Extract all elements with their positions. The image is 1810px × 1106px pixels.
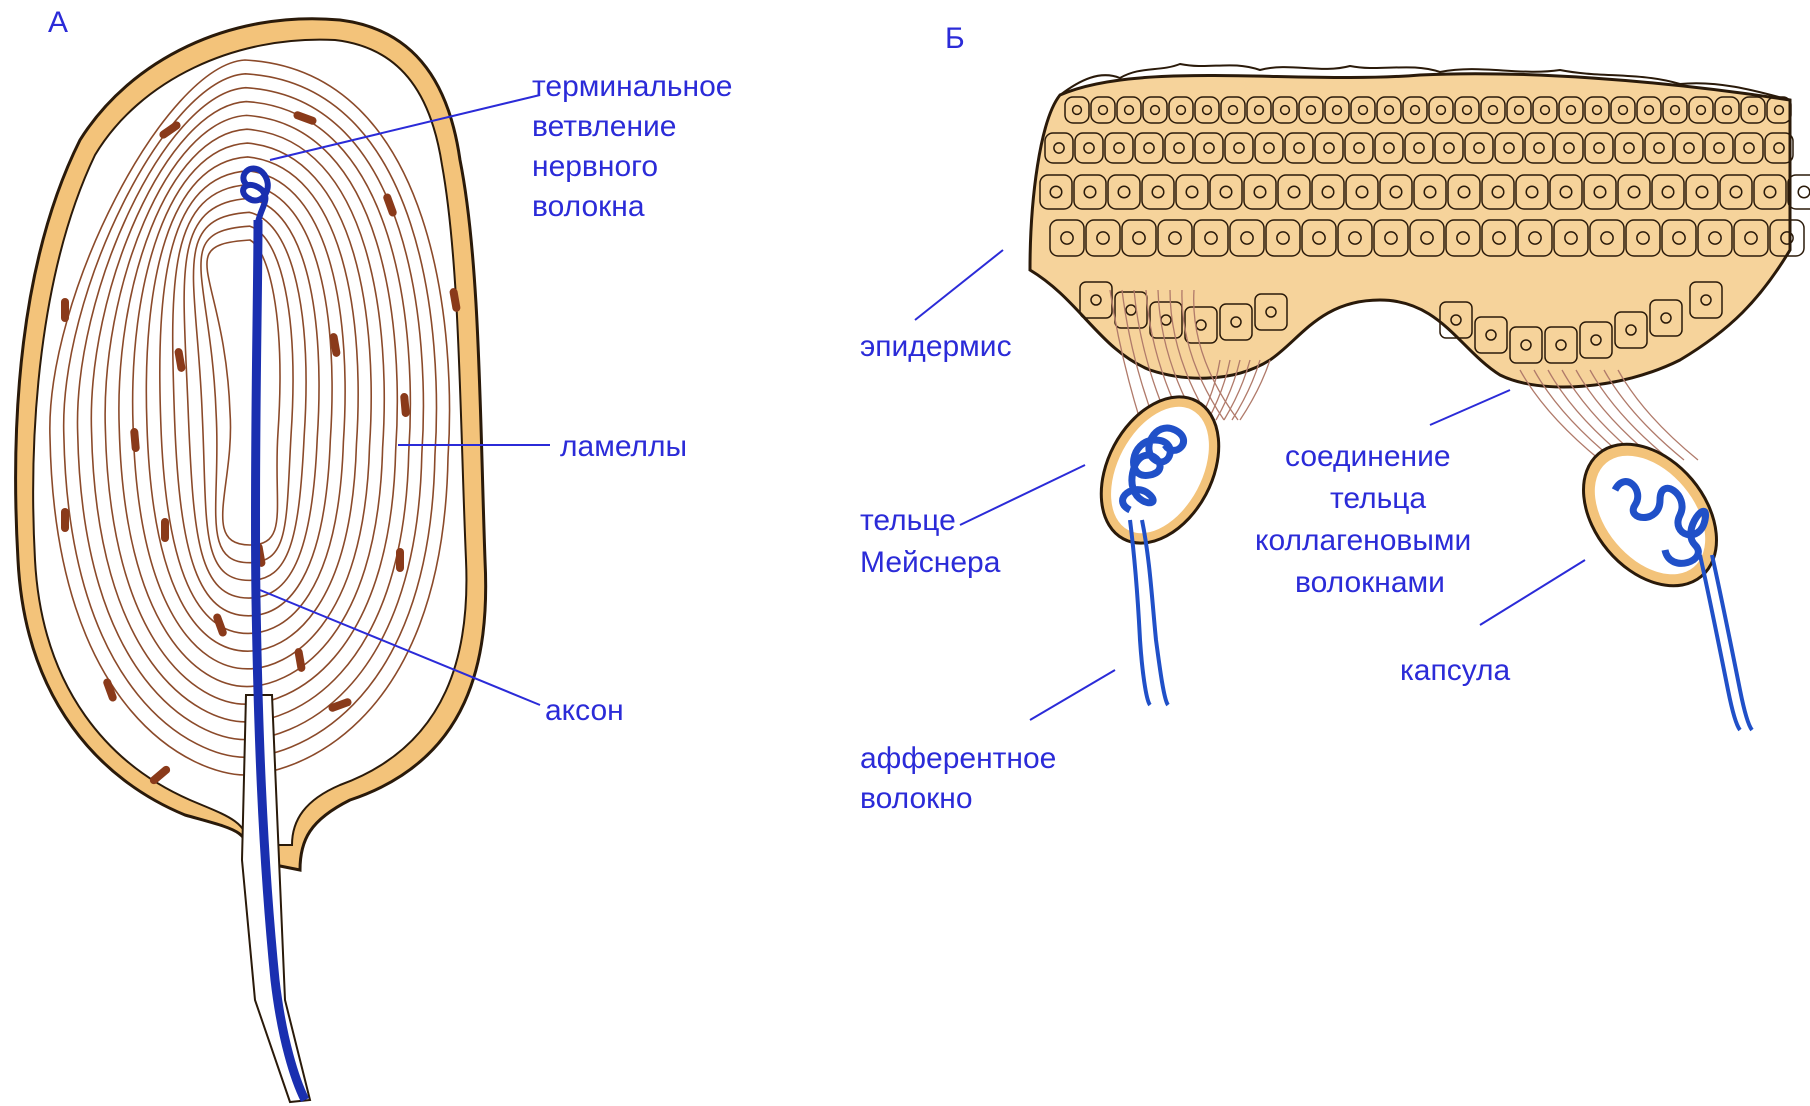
svg-text:нервного: нервного xyxy=(532,150,658,183)
svg-text:волокнами: волокнами xyxy=(1295,566,1445,599)
afferent-fiber-right xyxy=(1700,555,1752,730)
lamella-nucleus xyxy=(61,508,69,532)
label-collagen-connection: соединение тельца коллагеновыми волокнам… xyxy=(1255,440,1471,599)
lamella-nucleus xyxy=(161,518,169,542)
label-axon: аксон xyxy=(545,694,624,727)
svg-text:коллагеновыми: коллагеновыми xyxy=(1255,524,1471,557)
panel-label-b: Б xyxy=(945,22,965,55)
afferent-fiber-left xyxy=(1130,520,1168,705)
skin-section xyxy=(1030,64,1810,730)
svg-text:тельце: тельце xyxy=(860,504,956,537)
label-lamellae: ламеллы xyxy=(560,430,687,463)
label-terminal-branching: терминальное ветвление нервного волокна xyxy=(532,70,732,223)
label-capsule: капсула xyxy=(1400,654,1511,687)
svg-text:афферентное: афферентное xyxy=(860,742,1056,775)
svg-text:тельца: тельца xyxy=(1330,482,1426,515)
lamella-nucleus xyxy=(396,548,404,572)
cell-nucleus xyxy=(1798,186,1810,198)
svg-text:Мейснера: Мейснера xyxy=(860,546,1001,579)
svg-text:волокно: волокно xyxy=(860,782,973,815)
svg-text:соединение: соединение xyxy=(1285,440,1451,473)
label-epidermis: эпидермис xyxy=(860,330,1012,363)
pacinian-corpuscle xyxy=(16,19,486,1102)
label-afferent-fiber: афферентное волокно xyxy=(860,742,1056,815)
svg-text:ветвление: ветвление xyxy=(532,110,676,143)
meissner-corpuscle-left xyxy=(1077,377,1242,705)
lamella-nucleus xyxy=(61,298,69,322)
panel-label-a: А xyxy=(48,6,68,39)
svg-text:волокна: волокна xyxy=(532,190,645,223)
svg-text:терминальное: терминальное xyxy=(532,70,732,103)
meissner-corpuscle-right xyxy=(1556,418,1752,730)
